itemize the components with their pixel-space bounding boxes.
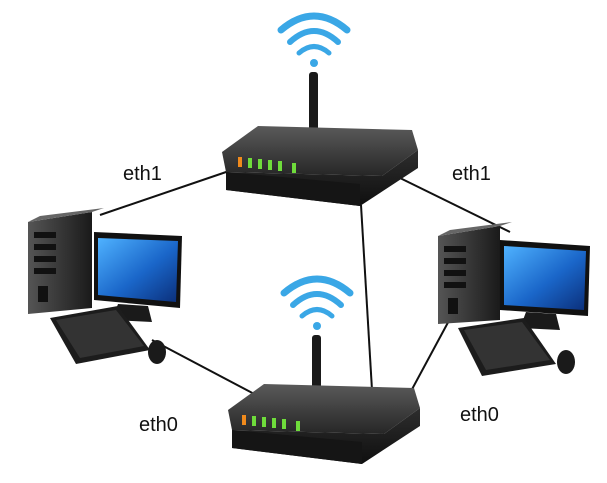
link-top-router-bottom-router — [360, 204, 373, 391]
computer-icon — [438, 222, 590, 376]
router-icon — [228, 384, 420, 434]
computer-left — [28, 208, 182, 364]
connections — [99, 169, 511, 397]
computer-icon — [28, 208, 182, 364]
router-bottom — [228, 275, 420, 464]
wifi-icon — [277, 12, 351, 67]
label-eth0-left: eth0 — [139, 414, 178, 436]
computer-right — [438, 222, 590, 376]
link-right-pc-bottom-router — [409, 314, 453, 394]
router-leds — [238, 157, 296, 173]
router-leds — [242, 415, 300, 431]
label-eth1-left: eth1 — [123, 163, 162, 185]
label-eth1-right: eth1 — [452, 163, 491, 185]
link-left-pc-top-router — [99, 169, 233, 216]
router-icon — [222, 126, 418, 176]
router-top — [222, 12, 418, 206]
link-left-pc-bottom-router — [151, 339, 259, 397]
wifi-icon — [280, 275, 354, 330]
label-eth0-right: eth0 — [460, 404, 499, 426]
link-top-router-right-pc — [399, 177, 511, 233]
